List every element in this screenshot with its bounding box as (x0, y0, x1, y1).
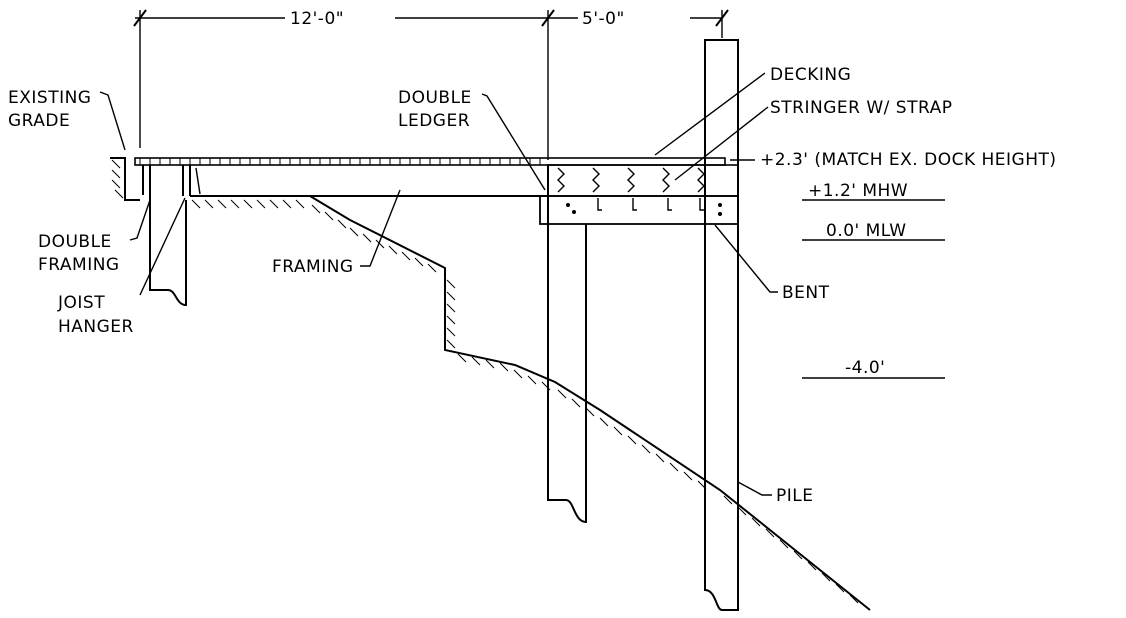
bent-assembly (539, 164, 739, 225)
dimension-left: 12'-0" (290, 9, 344, 29)
dimension-right: 5'-0" (582, 9, 625, 29)
elevation-marks: +2.3' (MATCH EX. DOCK HEIGHT) +1.2' MHW … (730, 150, 1057, 379)
pile-right (704, 39, 739, 611)
label-joist-hanger-2: HANGER (58, 317, 134, 337)
left-post (142, 165, 187, 307)
label-double-framing-1: DOUBLE (38, 232, 112, 252)
elevation-dock-height: +2.3' (MATCH EX. DOCK HEIGHT) (760, 150, 1057, 170)
label-double-ledger-1: DOUBLE (398, 88, 472, 108)
leaders (99, 72, 778, 496)
grade-profile (110, 157, 871, 611)
framing (189, 165, 548, 197)
label-joist-hanger-1: JOIST (57, 293, 105, 313)
pile-middle (547, 165, 587, 524)
elevation-mhw: +1.2' MHW (808, 181, 908, 201)
dimension-line: 12'-0" 5'-0" (133, 9, 729, 160)
label-existing-grade-1: EXISTING (8, 88, 91, 108)
elevation-low: -4.0' (845, 358, 885, 378)
label-stringer: STRINGER W/ STRAP (770, 98, 952, 118)
label-double-ledger-2: LEDGER (398, 111, 470, 131)
label-pile: PILE (776, 486, 813, 506)
label-double-framing-2: FRAMING (38, 255, 120, 275)
elevation-mlw: 0.0' MLW (826, 221, 907, 241)
label-existing-grade-2: GRADE (8, 111, 70, 131)
label-bent: BENT (782, 283, 830, 303)
label-framing: FRAMING (272, 257, 354, 277)
decking (134, 157, 726, 166)
label-decking: DECKING (770, 65, 851, 85)
